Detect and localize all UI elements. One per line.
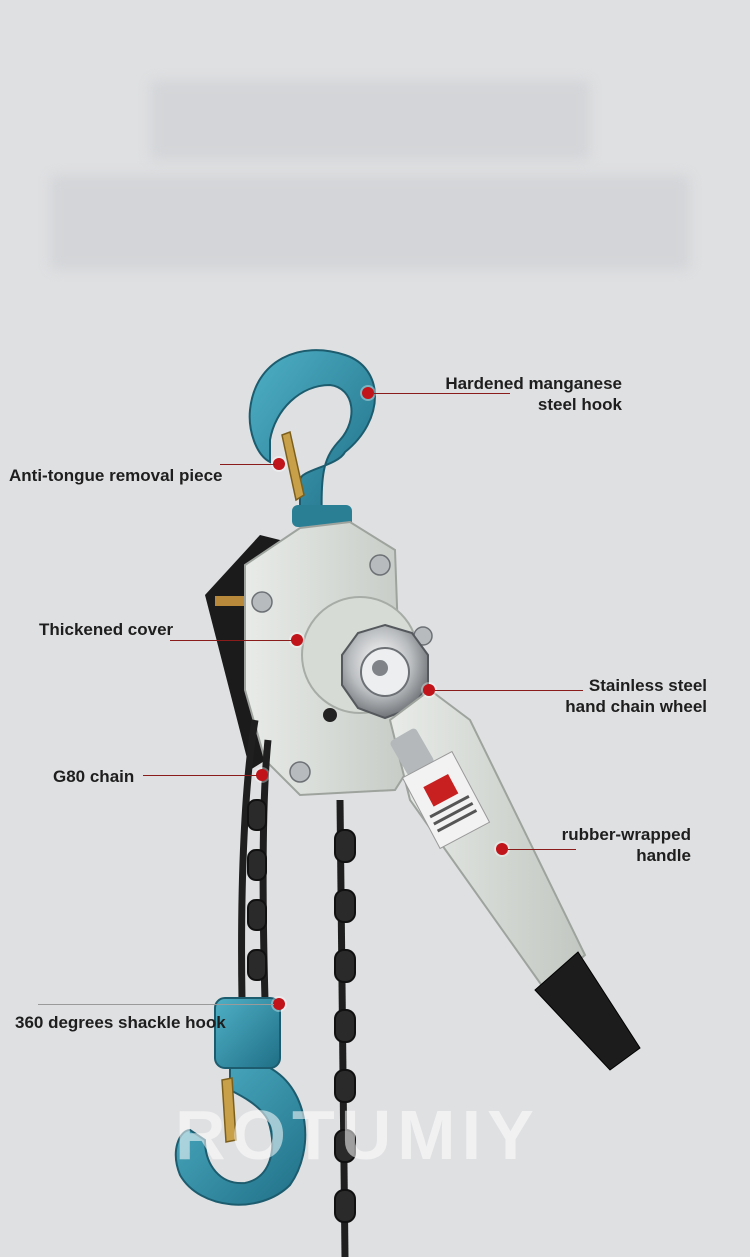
handle-marker xyxy=(496,843,508,855)
handle-label: rubber-wrapped handle xyxy=(562,824,691,866)
chain-wheel-marker xyxy=(423,684,435,696)
shackle-label: 360 degrees shackle hook xyxy=(15,1013,226,1032)
hook-label-line1: Hardened manganese xyxy=(445,374,622,393)
latch-icon xyxy=(281,430,305,502)
chain-wheel-label-line2: hand chain wheel xyxy=(565,697,707,716)
chain-wheel-leader-line xyxy=(435,690,583,691)
hook-leader-line xyxy=(374,393,510,394)
hook-label-line2: steel hook xyxy=(537,395,622,414)
cover-marker xyxy=(291,634,303,646)
anti-tongue-leader-line xyxy=(220,464,275,465)
handle-label-line1: rubber-wrapped xyxy=(561,825,691,844)
shackle-marker xyxy=(273,998,285,1010)
cover-leader-line xyxy=(170,640,292,641)
chain-marker xyxy=(256,769,268,781)
watermark: ROTUMIY xyxy=(175,1096,540,1174)
chain-wheel-label-line1: Stainless steel xyxy=(588,676,707,695)
chain-wheel-label: Stainless steel hand chain wheel xyxy=(565,675,707,717)
top-hook-icon xyxy=(248,349,376,527)
chain-leader-line xyxy=(143,775,257,776)
handle-label-line2: handle xyxy=(636,846,691,865)
blurred-header-bottom xyxy=(50,175,690,270)
anti-tongue-marker xyxy=(273,458,285,470)
chain-label: G80 chain xyxy=(53,767,135,786)
anti-tongue-label: Anti-tongue removal piece xyxy=(9,466,223,485)
hook-label: Hardened manganese steel hook xyxy=(445,373,622,415)
handle-leader-line xyxy=(508,849,576,850)
bottom-hook-icon xyxy=(174,997,307,1206)
hook-marker xyxy=(362,387,374,399)
chain-wheel-icon xyxy=(341,623,429,720)
cover-label: Thickened cover xyxy=(39,620,174,639)
blurred-header-top xyxy=(150,80,590,160)
shackle-leader-line xyxy=(38,1004,274,1005)
